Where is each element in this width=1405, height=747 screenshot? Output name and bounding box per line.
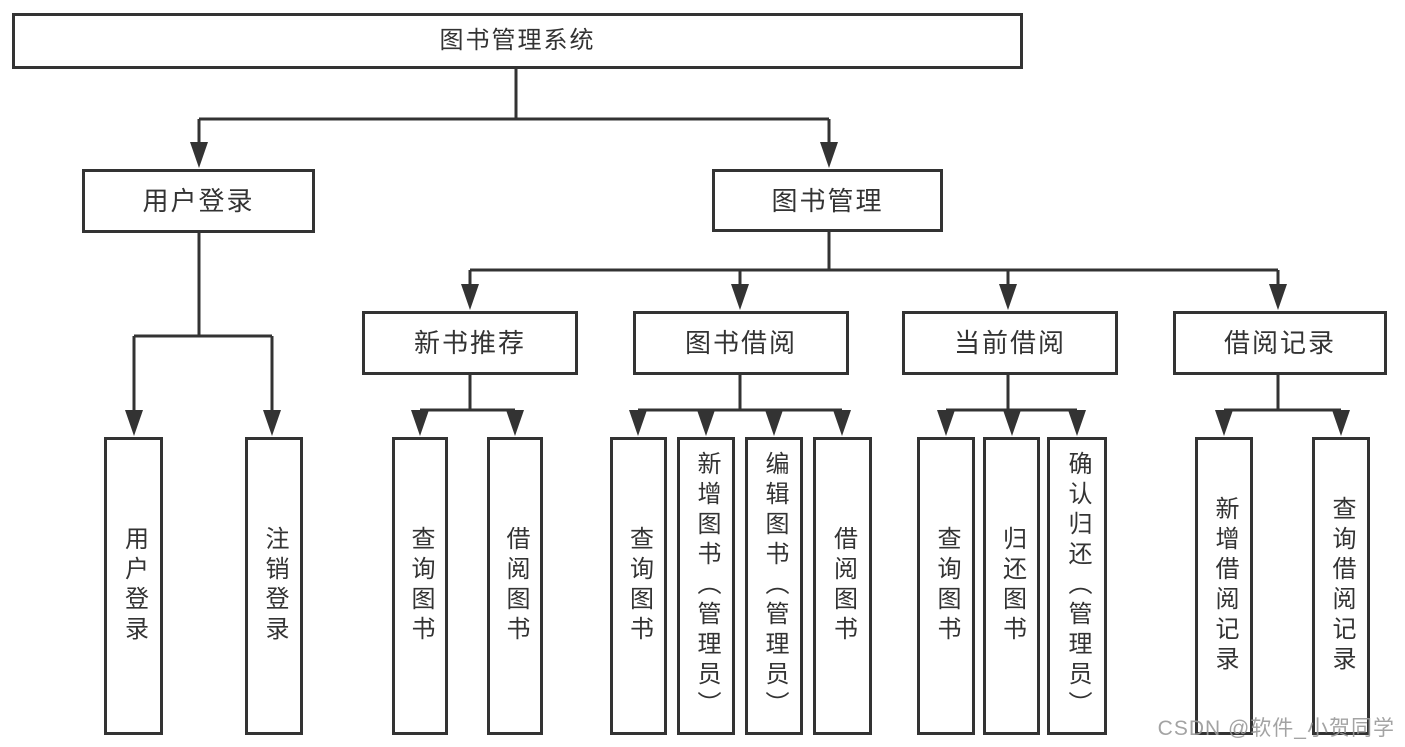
node-new-book-recommend: 新书推荐 [362,311,578,375]
leaf-logout: 注销登录 [245,437,303,735]
leaf-query-borrow-record: 查询借阅记录 [1312,437,1370,735]
node-borrow-records: 借阅记录 [1173,311,1387,375]
leaf-edit-book-admin: 编辑图书（管理员） [745,437,803,735]
leaf-confirm-return-admin: 确认归还（管理员） [1047,437,1107,735]
node-book-borrow: 图书借阅 [633,311,849,375]
node-user-login: 用户登录 [82,169,315,233]
leaf-borrow-books-recommend: 借阅图书 [487,437,543,735]
leaf-user-login: 用户登录 [104,437,163,735]
leaf-query-books-recommend: 查询图书 [392,437,448,735]
leaf-return-books: 归还图书 [983,437,1040,735]
leaf-query-books-borrow: 查询图书 [610,437,667,735]
leaf-add-book-admin: 新增图书（管理员） [677,437,735,735]
node-current-borrow: 当前借阅 [902,311,1118,375]
leaf-add-borrow-record: 新增借阅记录 [1195,437,1253,735]
arrowheads [125,142,1350,436]
node-book-management: 图书管理 [712,169,943,232]
node-library-management-system: 图书管理系统 [12,13,1023,69]
watermark: CSDN @软件_小贺同学 [1157,717,1395,740]
leaf-query-books-current: 查询图书 [917,437,975,735]
leaf-borrow-books: 借阅图书 [813,437,872,735]
